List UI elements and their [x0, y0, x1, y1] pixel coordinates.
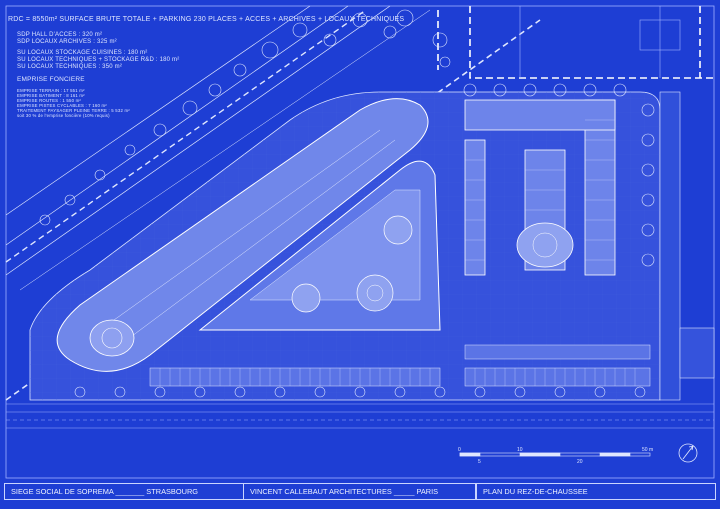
trees [39, 9, 655, 398]
program-line: SU LOCAUX TECHNIQUES : 350 m² [17, 64, 123, 70]
north-arrow-icon [678, 443, 698, 463]
plan-title-box: PLAN DU REZ-DE-CHAUSSEE [476, 483, 716, 500]
drawing-frame [5, 5, 715, 479]
emprise-line: EMPRISE TERRAIN : 17 551 m² [17, 88, 85, 93]
project-title-box: SIEGE SOCIAL DE SOPREMA _______ STRASBOU… [4, 483, 244, 500]
program-summary-list: SDP HALL D'ACCES : 320 m² SDP LOCAUX ARC… [17, 32, 187, 71]
emprise-line: EMPRISE PISTES CYCLABLES : 7 160 m² [17, 103, 107, 108]
emprise-line: TRAITEMENT PAYSAGER PLEINE TERRE : 5 532… [17, 108, 130, 113]
scale-label: 10 [517, 447, 523, 453]
parking-bottom [149, 344, 651, 387]
emprise-line: EMPRISE ROUTES : 1 550 m² [17, 98, 81, 103]
scale-label: 5 [478, 459, 481, 465]
diagonal-roads [5, 5, 541, 401]
program-line: SDP HALL D'ACCES : 320 m² [17, 32, 103, 38]
emprise-line: EMPRISE BATIMENT : 8 161 m² [17, 93, 85, 98]
architect-box: VINCENT CALLEBAUT ARCHITECTURES _____ PA… [243, 483, 476, 500]
program-line: SU LOCAUX TECHNIQUES + STOCKAGE R&D : 18… [17, 57, 180, 63]
program-summary-title: RDC = 8550m² SURFACE BRUTE TOTALE + PARK… [8, 16, 405, 23]
emprise-title: EMPRISE FONCIERE [17, 76, 85, 83]
scale-label: 50 m [642, 447, 654, 453]
west-wing-building [56, 98, 429, 372]
scale-bar [459, 452, 651, 457]
scale-label: 0 [458, 447, 461, 453]
emprise-list: EMPRISE TERRAIN : 17 551 m² EMPRISE BATI… [17, 88, 167, 118]
parcel-boundary [437, 6, 714, 79]
program-line: SDP LOCAUX ARCHIVES : 325 m² [17, 39, 117, 45]
emprise-line: soit 30 % de l'emprise foncière (10% req… [17, 113, 110, 118]
program-line: SU LOCAUX STOCKAGE CUISINES : 180 m² [17, 50, 148, 56]
scale-label: 20 [577, 459, 583, 465]
